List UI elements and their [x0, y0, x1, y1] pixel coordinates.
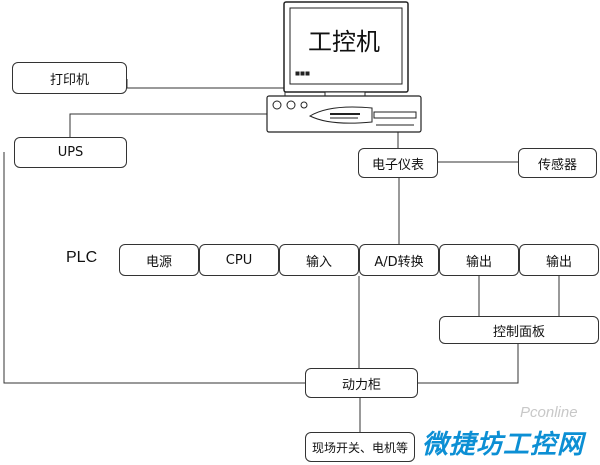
field-devices-node: 现场开关、电机等 [305, 432, 415, 462]
industrial-pc-icon [266, 1, 422, 133]
watermark-site: Pconline [520, 404, 578, 421]
control-panel-node: 控制面板 [439, 316, 599, 344]
watermark-logo: 微捷坊工控网 [422, 430, 585, 460]
plc-module-output-1: 输出 [439, 244, 519, 276]
plc-module-power: 电源 [119, 244, 199, 276]
plc-module-ad-converter: A/D转换 [359, 244, 439, 276]
power-cabinet-node: 动力柜 [305, 368, 418, 398]
plc-module-cpu: CPU [199, 244, 279, 276]
sensor-node: 传感器 [518, 148, 597, 178]
meter-node: 电子仪表 [358, 148, 438, 178]
plc-label: PLC [66, 249, 98, 266]
ups-node: UPS [14, 137, 127, 168]
printer-node: 打印机 [12, 62, 127, 94]
plc-module-output-2: 输出 [519, 244, 599, 276]
plc-module-input: 输入 [279, 244, 359, 276]
industrial-pc-label: 工控机 [308, 28, 380, 56]
